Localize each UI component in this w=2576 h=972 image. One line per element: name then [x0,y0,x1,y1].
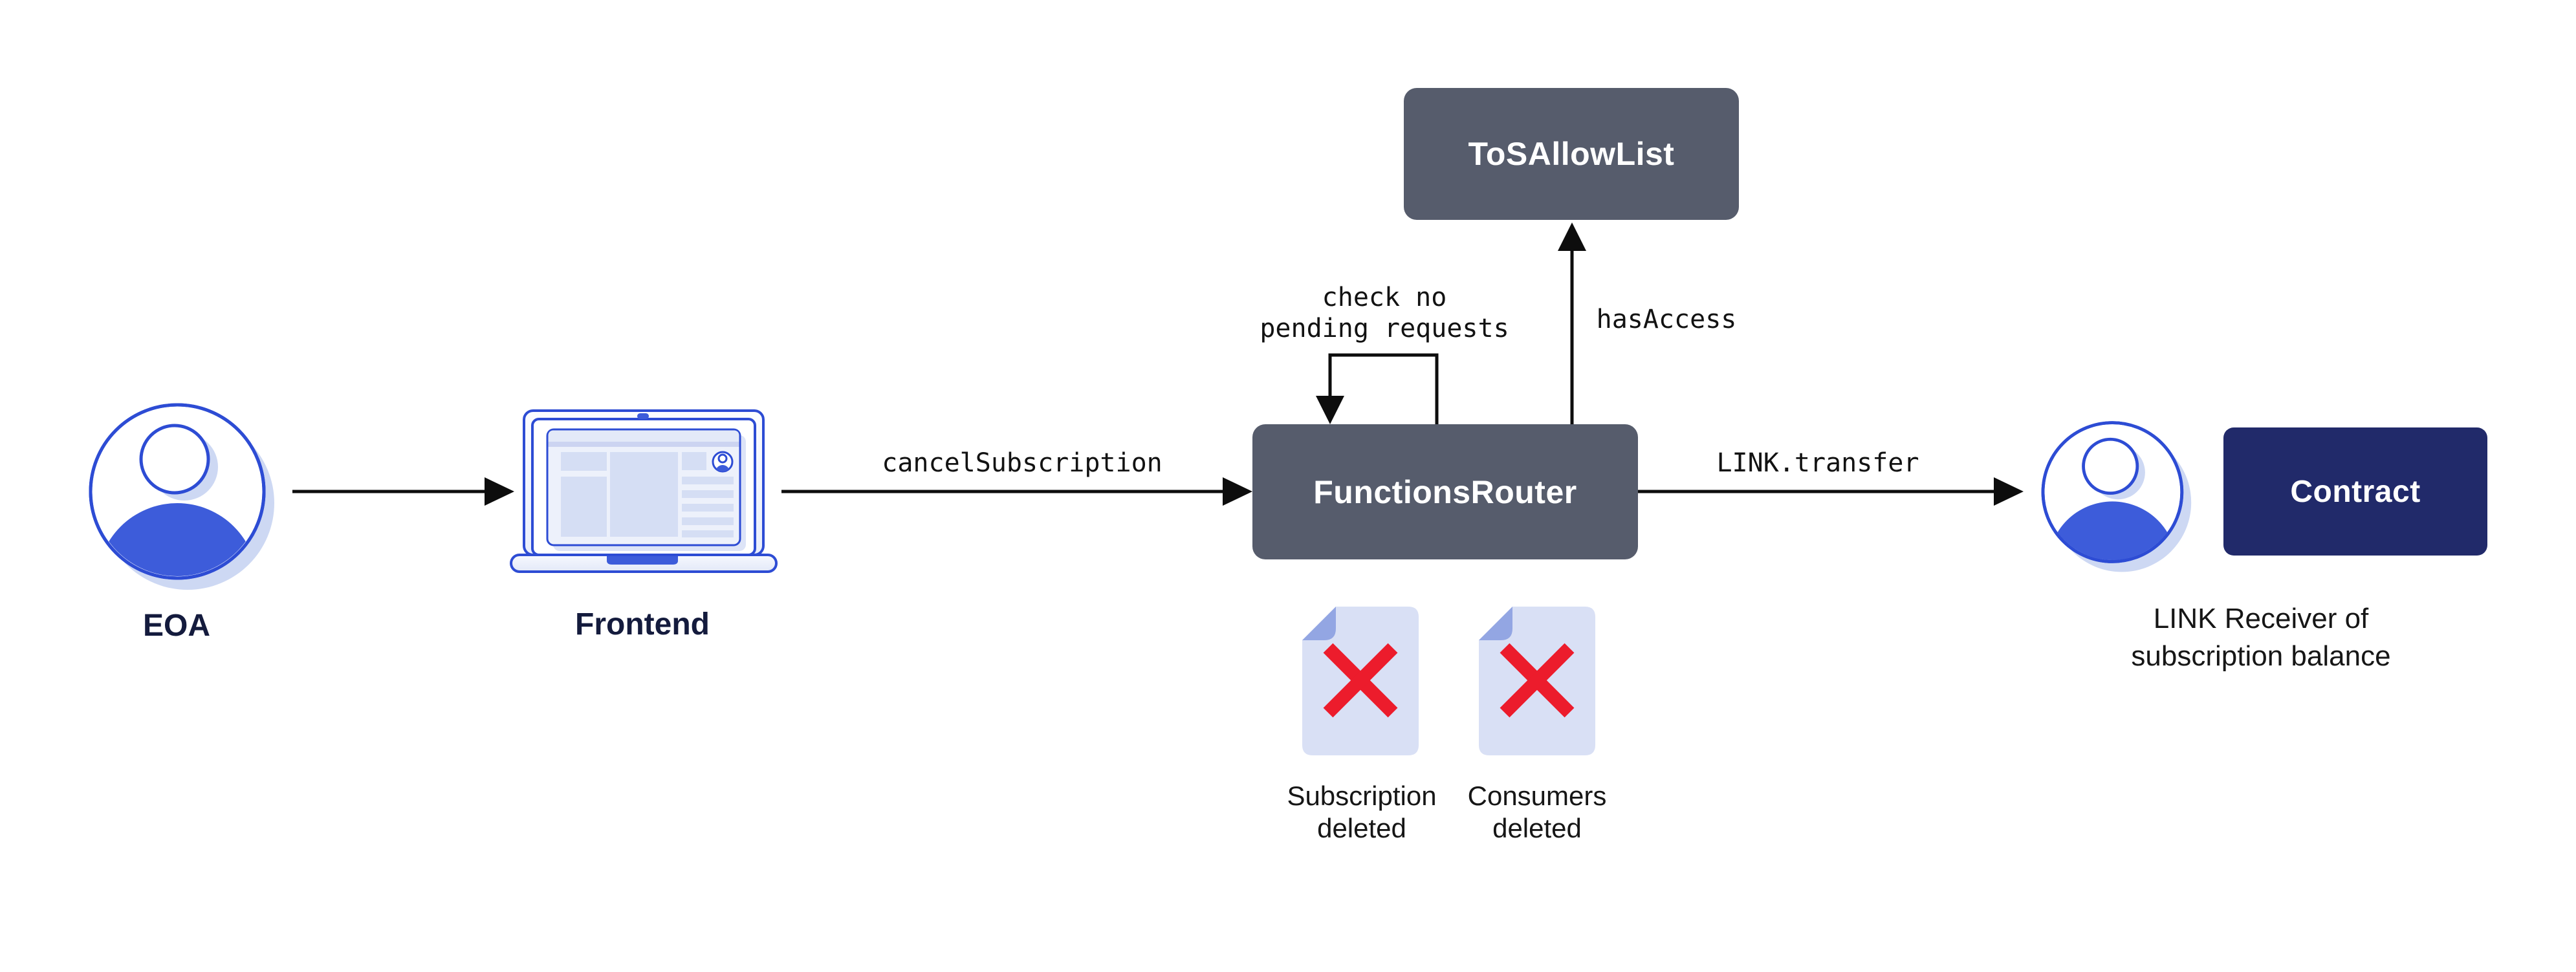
consumers-deleted-line1: Consumers [1467,781,1607,811]
edge-label-self-check-line1: check no [1322,283,1447,312]
subscription-deleted-label: Subscription deleted [1265,780,1459,845]
subscription-deleted-line1: Subscription [1287,781,1437,811]
arrow-router-self-loop [1316,353,1439,426]
functions-router-label: FunctionsRouter [1313,473,1577,510]
red-x-icon [1500,643,1575,718]
contract-label: Contract [2290,474,2421,509]
tos-allow-list-node: ToSAllowList [1404,88,1739,220]
webcam-icon [637,413,649,419]
functions-router-node: FunctionsRouter [1252,424,1638,559]
consumers-deleted-document-icon [1479,607,1595,755]
arrow-router-to-tosallowlist [1558,222,1586,426]
arrow-eoa-to-frontend [292,477,514,506]
edge-label-cancel-subscription: cancelSubscription [882,448,1162,478]
subscription-deleted-document-icon [1302,607,1419,755]
edge-label-link-transfer: LINK.transfer [1716,448,1919,478]
eoa-label: EOA [142,609,210,643]
receiver-caption-line1: LINK Receiver of [2153,603,2369,634]
arrow-router-to-receiver [1638,477,2024,506]
edge-label-self-check: check no pending requests [1223,282,1546,344]
receiver-person-avatar-icon [2041,421,2192,572]
contract-node: Contract [2223,427,2487,556]
eoa-person-avatar-icon [89,403,274,590]
arrow-frontend-to-router [781,477,1252,506]
consumers-deleted-line2: deleted [1492,813,1582,843]
subscription-deleted-line2: deleted [1317,813,1406,843]
frontend-laptop-icon [510,409,778,573]
receiver-caption-line2: subscription balance [2131,640,2391,672]
edge-label-self-check-line2: pending requests [1260,314,1509,343]
receiver-caption: LINK Receiver of subscription balance [2067,600,2455,675]
red-x-icon [1323,643,1398,718]
frontend-label: Frontend [575,607,710,642]
tos-allow-list-label: ToSAllowList [1468,136,1675,172]
browser-user-avatar-icon [712,451,734,473]
consumers-deleted-label: Consumers deleted [1440,780,1634,845]
edge-label-has-access: hasAccess [1596,305,1737,334]
